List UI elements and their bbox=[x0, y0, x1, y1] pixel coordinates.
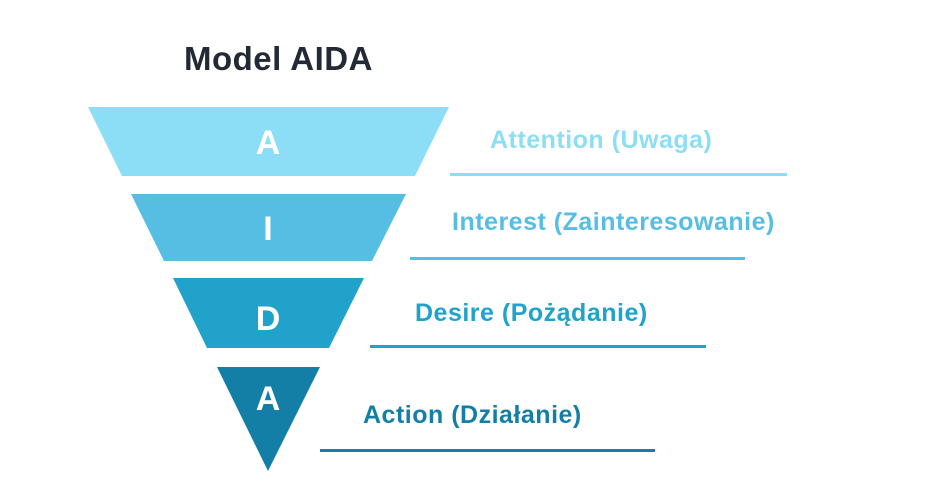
label-interest: Interest (Zainteresowanie) bbox=[452, 208, 775, 236]
funnel-segment-action bbox=[217, 367, 320, 471]
label-attention: Attention (Uwaga) bbox=[490, 126, 713, 154]
desire-underline bbox=[370, 345, 706, 348]
funnel-letter-action: A bbox=[256, 380, 281, 418]
funnel-segment-desire bbox=[173, 278, 364, 348]
funnel-segment-interest bbox=[131, 194, 406, 261]
page-title: Model AIDA bbox=[184, 40, 373, 77]
funnel-letter-attention: A bbox=[256, 124, 281, 162]
attention-underline bbox=[450, 173, 787, 176]
action-underline bbox=[320, 449, 655, 452]
label-desire: Desire (Pożądanie) bbox=[415, 299, 648, 327]
label-action: Action (Działanie) bbox=[363, 401, 582, 429]
funnel-letter-desire: D bbox=[256, 300, 281, 338]
funnel-letter-interest: I bbox=[263, 210, 272, 248]
interest-underline bbox=[410, 257, 745, 260]
funnel-segment-attention bbox=[88, 107, 449, 176]
